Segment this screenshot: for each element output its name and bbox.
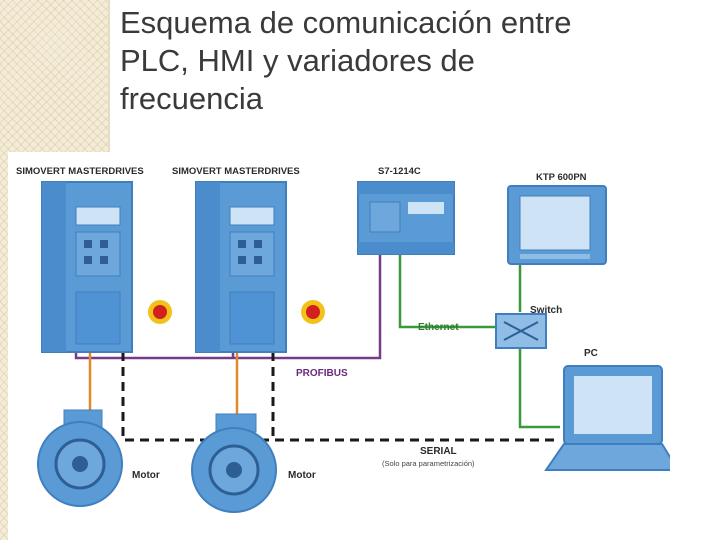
motor-2-icon — [191, 413, 277, 513]
motor-1-icon — [37, 409, 123, 507]
serial-label: SERIAL — [420, 446, 457, 457]
title-line-1: Esquema de comunicación entre — [120, 5, 572, 40]
estop-1-icon — [148, 300, 172, 324]
drive-1 — [41, 181, 133, 353]
serial-note: (Solo para parametrización) — [382, 459, 475, 468]
switch-icon — [495, 313, 547, 349]
switch-label: Switch — [530, 305, 562, 316]
pc-laptop-icon — [544, 365, 670, 471]
profibus-label: PROFIBUS — [296, 368, 348, 379]
plc-s7-1214c — [357, 181, 455, 255]
communication-diagram: SIMOVERT MASTERDRIVES SIMOVERT MASTERDRI… — [8, 152, 670, 540]
title-line-3: frecuencia — [120, 81, 264, 116]
drive-2-label: SIMOVERT MASTERDRIVES — [172, 166, 300, 177]
ethernet-line-switch-pc — [518, 348, 560, 429]
hmi-ktp600pn — [507, 185, 607, 265]
drive-1-label: SIMOVERT MASTERDRIVES — [16, 166, 144, 177]
slide-title: Esquema de comunicación entre PLC, HMI y… — [120, 4, 710, 118]
diagram-svg: SIMOVERT MASTERDRIVES SIMOVERT MASTERDRI… — [16, 166, 670, 513]
profibus-line — [128, 247, 382, 360]
ethernet-label: Ethernet — [418, 322, 459, 333]
motor-1-label: Motor — [132, 470, 160, 481]
title-line-2: PLC, HMI y variadores de — [120, 43, 475, 78]
motor-2-label: Motor — [288, 470, 316, 481]
estop-2-icon — [301, 300, 325, 324]
serial-line — [121, 352, 560, 442]
hmi-label: KTP 600PN — [536, 172, 587, 183]
plc-label: S7-1214C — [378, 166, 421, 177]
ethernet-line-plc-switch — [398, 252, 496, 329]
drive-2 — [195, 181, 287, 353]
pc-label: PC — [584, 348, 598, 359]
